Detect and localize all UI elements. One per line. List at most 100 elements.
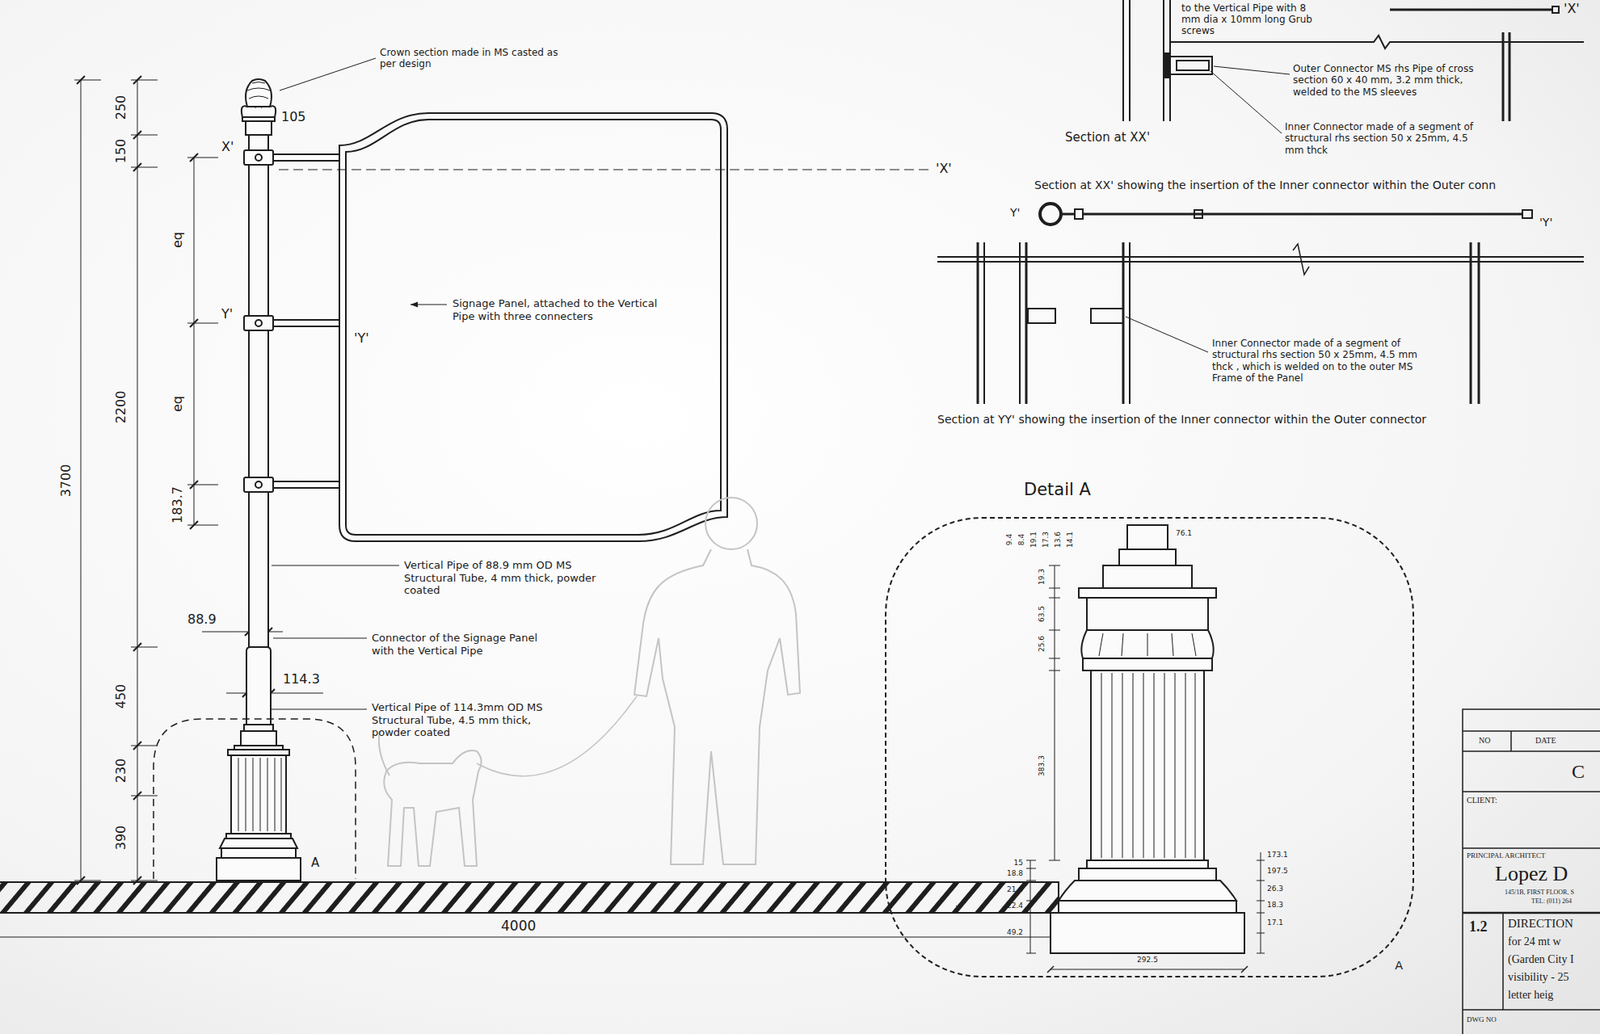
section-yy-part xyxy=(1027,308,1056,324)
section-xx-part xyxy=(1163,53,1171,78)
leader-lines-part xyxy=(271,709,367,711)
detail-a-column-part xyxy=(1127,525,1168,550)
detail-a-column-part xyxy=(1078,868,1217,881)
leader-lines-part xyxy=(153,719,356,880)
marker-label: X' xyxy=(221,139,234,155)
dimension-label: 8.4 xyxy=(1018,534,1027,546)
callout-note: Vertical Pipe of 88.9 mm OD MS Structura… xyxy=(404,559,598,598)
pole-elevation-part xyxy=(238,757,282,832)
dimension-label: 114.3 xyxy=(282,672,320,687)
pole-elevation-part xyxy=(273,154,340,161)
signage-panel: Signage Panel, attached to the Vertical … xyxy=(339,113,728,542)
pole-elevation-part xyxy=(231,755,287,834)
detail-a-dimensions-part xyxy=(1256,860,1265,954)
section-yy-part xyxy=(976,242,980,405)
marker-label: Y' xyxy=(221,307,233,322)
dimension-lines-part xyxy=(74,80,102,81)
dimension-label: eq xyxy=(170,395,186,413)
detail-a-column-part xyxy=(1086,860,1209,869)
title-block-part xyxy=(1462,709,1600,1034)
callout-note: to the Vertical Pipe with 8 xyxy=(1181,3,1306,14)
dimension-label: 9.4 xyxy=(1006,534,1015,546)
signage-panel-outline xyxy=(278,113,930,542)
section-xx-part xyxy=(1502,32,1505,122)
dimension-label: 18.8 xyxy=(1006,870,1024,879)
detail-a-column-part xyxy=(1098,633,1196,657)
callout-note: Inner Connector made of a segment of str… xyxy=(1212,337,1431,385)
signage-panel-outline-part xyxy=(345,119,721,535)
title-block-text: letter heig xyxy=(1507,989,1554,1002)
marker-label: 'X' xyxy=(1563,1,1580,17)
dimension-label: 150 xyxy=(113,138,129,165)
section-yy-part xyxy=(1125,316,1209,353)
detail-a-column-part xyxy=(1081,630,1213,659)
detail-a-dimensions-part xyxy=(1048,565,1061,861)
dimension-label: eq xyxy=(170,231,186,249)
section-xx-part xyxy=(1213,66,1290,75)
title-block-text: visibility - 25 xyxy=(1507,971,1569,984)
pole-elevation-part xyxy=(273,320,340,327)
leader-lines-part xyxy=(271,565,400,567)
detail-a-dimensions-part xyxy=(1054,565,1056,861)
detail-a-column-part xyxy=(1086,597,1209,631)
pole-elevation-part xyxy=(245,79,272,107)
section-yy xyxy=(937,242,1584,405)
pole-elevation-part xyxy=(273,481,340,489)
ground-hatch-part xyxy=(0,882,1059,914)
section-yy-part xyxy=(937,261,1584,263)
leader-lines-part xyxy=(273,638,367,640)
node-marker: A xyxy=(1394,959,1403,973)
scale-figures-part xyxy=(634,549,800,865)
title-block-part xyxy=(1462,912,1600,915)
dimension-lines-part xyxy=(74,880,102,882)
marker-label: 'X' xyxy=(935,161,952,177)
pole-elevation-part xyxy=(227,749,290,756)
signage-panel-outline-part xyxy=(410,304,447,306)
dimension-lines-part xyxy=(187,157,219,159)
dimension-label: 17.1 xyxy=(1267,919,1284,928)
pole-elevation-part xyxy=(255,481,262,489)
detail-a-dimensions-part xyxy=(1026,860,1036,954)
marker-label: A xyxy=(311,856,320,871)
pole-elevation xyxy=(216,79,340,881)
dimension-label: 19.1 xyxy=(1030,531,1039,548)
title-block-part xyxy=(1462,791,1600,793)
callout-note: Vertical Pipe of 114.3mm OD MS Structura… xyxy=(371,701,566,740)
title-block-text: 1.2 xyxy=(1469,919,1488,936)
detail-a-column-part xyxy=(1078,588,1217,598)
detail-a-column-part xyxy=(1090,670,1205,861)
detail-a-column-part xyxy=(1119,549,1176,566)
dimension-lines xyxy=(74,75,324,885)
dimension-label: 14.1 xyxy=(1066,531,1075,548)
dimension-label: 88.9 xyxy=(187,612,217,628)
detail-a-dimensions-part xyxy=(1260,852,1262,954)
signage-panel-outline-part xyxy=(339,113,728,542)
section-xx-part xyxy=(1128,0,1131,122)
title-block-text: DWG NO xyxy=(1466,1016,1497,1025)
title-block-part xyxy=(1462,730,1600,733)
section-caption: Section at XX' showing the insertion of … xyxy=(1034,179,1496,192)
section-xx-part xyxy=(1210,71,1282,134)
marker-label: Y' xyxy=(1010,206,1020,219)
section-xx-part xyxy=(1170,35,1584,49)
plan-xx-part xyxy=(1061,213,1075,216)
dimension-lines-part xyxy=(130,745,158,747)
title-block-text: NO xyxy=(1478,736,1491,746)
title-block-text: Lopez D xyxy=(1494,863,1568,887)
dimension-label: 49.2 xyxy=(1006,929,1024,938)
pole-elevation-part xyxy=(244,315,274,331)
dimension-label: 383.3 xyxy=(1038,755,1047,777)
section-xx-part xyxy=(1170,56,1213,75)
title-block-part xyxy=(1462,750,1600,753)
title-block-text: (Garden City I xyxy=(1507,953,1575,966)
detail-a-column-part xyxy=(1101,673,1196,859)
marker-label: 'Y' xyxy=(1539,216,1553,229)
section-yy-part xyxy=(1018,242,1021,405)
dimension-lines-part xyxy=(187,323,219,325)
callout-note: Crown section made in MS casted as per d… xyxy=(379,46,566,71)
signage-panel-outline-part xyxy=(278,169,930,171)
dimension-lines-part xyxy=(133,75,142,885)
title-block-text: CLIENT: xyxy=(1466,795,1498,805)
detail-a-dimensions-part xyxy=(1050,969,1245,971)
section-yy-part xyxy=(1292,244,1310,275)
